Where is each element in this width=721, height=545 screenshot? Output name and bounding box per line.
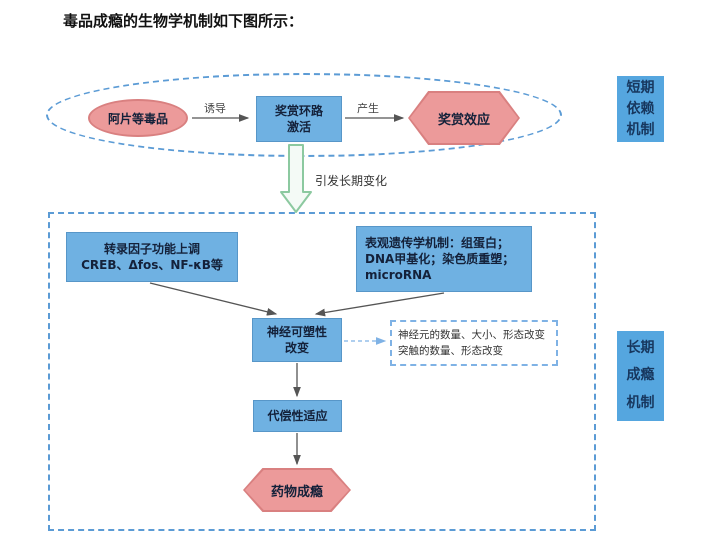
node-reward-effect: 奖赏效应 <box>408 91 520 145</box>
big-down-arrow <box>280 144 312 213</box>
node-drug-addiction: 药物成瘾 <box>243 468 351 512</box>
arrow-label-produce: 产生 <box>357 102 379 115</box>
node-reward-effect-label: 奖赏效应 <box>410 93 518 143</box>
side-label-short-term: 短期 依赖 机制 <box>617 76 664 142</box>
page-title: 毒品成瘾的生物学机制如下图所示： <box>63 12 304 30</box>
node-epigenetic-mechanisms: 表观遗传学机制：组蛋白； DNA甲基化；染色质重塑； microRNA <box>356 226 532 292</box>
long-term-group-outline <box>48 212 596 531</box>
node-transcription-factors: 转录因子功能上调 CREB、Δfos、NF-κB等 <box>66 232 238 282</box>
transition-label: 引发长期变化 <box>315 174 388 188</box>
node-opioid-drugs: 阿片等毒品 <box>88 99 188 137</box>
node-reward-circuit-activation: 奖赏环路 激活 <box>256 96 342 142</box>
side-label-long-term: 长期 成瘾 机制 <box>617 331 664 421</box>
arrow-label-induce: 诱导 <box>204 102 226 115</box>
note-neuron-changes: 神经元的数量、大小、形态改变 突触的数量、形态改变 <box>390 320 558 366</box>
node-drug-addiction-label: 药物成瘾 <box>245 470 349 510</box>
node-neural-plasticity: 神经可塑性 改变 <box>252 318 342 362</box>
node-compensatory-adaptation: 代偿性适应 <box>253 400 342 432</box>
